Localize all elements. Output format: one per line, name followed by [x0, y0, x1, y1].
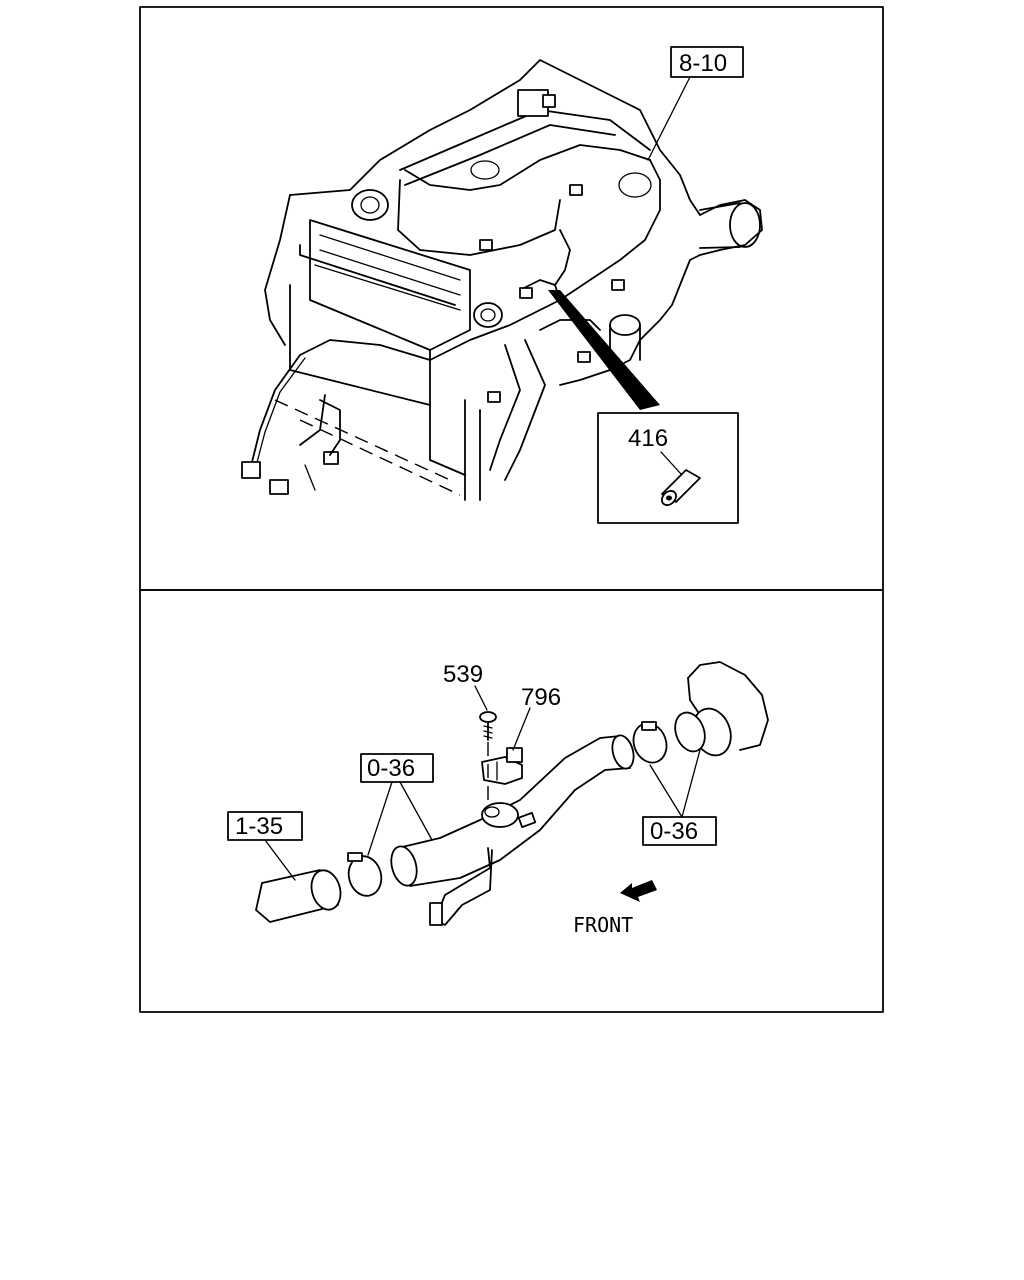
leader-796: [512, 707, 531, 751]
part-796-label: 796: [521, 684, 561, 711]
hose-ref-label: 1-35: [235, 813, 283, 840]
bottom-panel-frame: [139, 589, 884, 1013]
part-539-label: 539: [443, 661, 483, 688]
part-416-label: 416: [628, 425, 668, 452]
hose-ref-callout: [227, 811, 303, 881]
clamp-ref-right-callout: [642, 749, 717, 846]
harness-ref-callout: [647, 46, 744, 161]
leader-416-wedge: [548, 290, 660, 410]
harness-ref-label: 8-10: [679, 50, 727, 77]
front-label: FRONT: [573, 913, 633, 937]
clamp-ref-left-callout: [360, 753, 434, 856]
front-arrow-icon: [620, 880, 657, 902]
top-panel-frame: [139, 6, 884, 591]
part-416-inset: [597, 412, 739, 524]
clamp-ref-left-label: 0-36: [367, 755, 415, 782]
clamp-ref-right-label: 0-36: [650, 818, 698, 845]
engine-assembly-drawing: [241, 59, 763, 501]
intake-hose-assembly-drawing: [255, 661, 769, 926]
leader-539: [474, 685, 488, 711]
